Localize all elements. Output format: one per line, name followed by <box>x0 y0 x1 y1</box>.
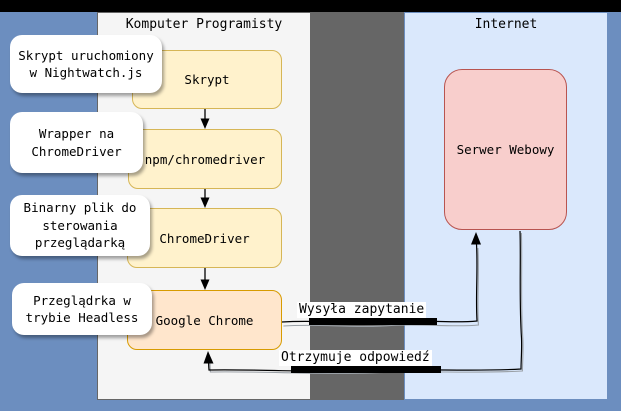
node-chromedriver: ChromeDriver <box>127 208 282 268</box>
left-panel-title: Komputer Programisty <box>125 17 283 32</box>
node-serwer-webowy: Serwer Webowy <box>444 69 567 230</box>
callout-wrapper-label: Wrapper na ChromeDriver <box>31 126 122 159</box>
node-serwer-webowy-label: Serwer Webowy <box>456 142 555 157</box>
node-npm-chromedriver: npm/chromedriver <box>128 129 282 189</box>
node-skrypt-label: Skrypt <box>184 72 230 87</box>
callout-wrapper: Wrapper na ChromeDriver <box>10 112 143 173</box>
callout-headless: Przeglądrka w trybie Headless <box>12 283 152 335</box>
callout-binary-label: Binarny plik do sterowania przeglądarką <box>23 200 137 251</box>
response-label-underline <box>291 366 441 373</box>
right-panel-title: Internet <box>474 17 538 32</box>
node-google-chrome-label: Google Chrome <box>155 312 254 328</box>
node-chromedriver-label: ChromeDriver <box>159 230 250 246</box>
callout-headless-label: Przeglądrka w trybie Headless <box>25 292 139 326</box>
window-top-bar <box>0 0 621 12</box>
callout-nightwatch-label: Skrypt uruchomiony w Nightwatch.js <box>18 47 154 81</box>
callout-binary: Binarny plik do sterowania przeglądarką <box>10 195 150 256</box>
response-edge-label: Otrzymuje odpowiedź <box>279 350 432 366</box>
request-label-underline <box>309 318 437 325</box>
request-edge-label: Wysyła zapytanie <box>297 302 427 318</box>
callout-nightwatch: Skrypt uruchomiony w Nightwatch.js <box>10 35 162 93</box>
node-npm-chromedriver-label: npm/chromedriver <box>144 151 266 167</box>
panel-divider <box>311 12 404 400</box>
